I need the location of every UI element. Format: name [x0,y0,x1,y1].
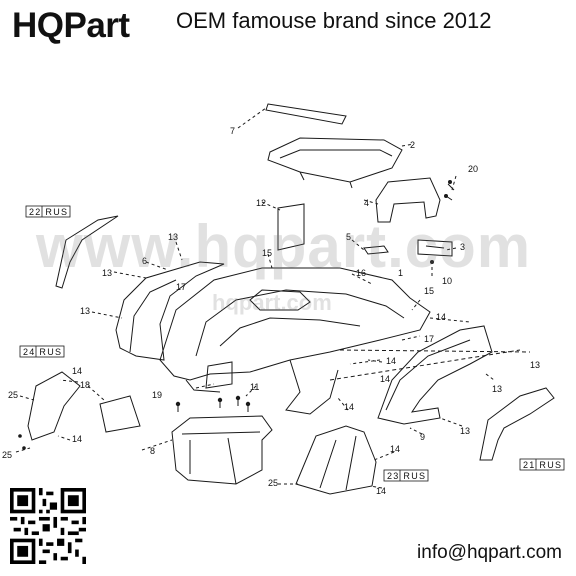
callout-13c: 13 [80,306,90,316]
callout-4: 4 [364,198,369,208]
callout-25: 25 [8,390,18,400]
part-5-clip [363,245,389,255]
callout-5: 5 [346,232,351,242]
contact-email: info@hqpart.com [417,542,562,563]
callout-13b: 13 [102,268,112,278]
tag-24-rus: 24 RUS [23,347,61,357]
callout-13e: 13 [492,384,502,394]
tag-23-rus: 23 RUS [387,471,425,481]
tag-22-rus: 22 RUS [29,207,67,217]
callout-14: 14 [436,312,446,322]
callout-6: 6 [142,256,147,266]
callout-8: 8 [150,446,155,456]
callout-25b: 25 [2,450,12,460]
callout-13: 13 [168,232,178,242]
part-2-rack [267,137,403,183]
qr-code-icon [10,488,86,564]
callout-14e: 14 [344,402,354,412]
callout-10: 10 [442,276,452,286]
callout-14d: 14 [380,374,390,384]
part-21-fender [479,387,555,461]
callout-14g: 14 [390,444,400,454]
callout-15: 15 [262,248,272,258]
part-4-bracket [375,177,441,223]
callout-19: 19 [152,390,162,400]
part-22-fender [55,215,119,289]
callout-3: 3 [460,242,465,252]
callout-17: 17 [176,282,186,292]
callout-20: 20 [468,164,478,174]
tagline: OEM famouse brand since 2012 [176,8,492,33]
part-6-fender-left [115,261,225,361]
callout-2: 2 [410,140,415,150]
callout-15b: 15 [424,286,434,296]
part-23-mudflap [295,425,377,495]
callout-14c: 14 [72,366,82,376]
part-18-panel [99,395,141,433]
part-19-panel [205,361,233,389]
part-9-fender [377,325,493,425]
callout-13d: 13 [530,360,540,370]
callout-12: 12 [256,198,266,208]
callout-13f: 13 [460,426,470,436]
callout-16: 16 [356,268,366,278]
callout-7: 7 [230,126,235,136]
part-1-body [159,267,431,381]
callout-1: 1 [398,268,403,278]
callout-25c: 25 [268,478,278,488]
tag-21-rus: 21 RUS [523,460,561,470]
callout-11: 11 [250,382,259,392]
part-24-mudflap [27,371,81,441]
callout-14b: 14 [386,356,396,366]
brand-logo: HQPart [12,6,130,45]
callout-18: 18 [80,380,90,390]
part-12-panel [277,203,305,251]
callout-9: 9 [420,432,425,442]
callout-14f: 14 [72,434,82,444]
callout-14h: 14 [376,486,386,496]
part-8-box [171,415,273,485]
callout-17b: 17 [424,334,434,344]
part-7-strip [265,103,347,125]
part-3-bracket [417,239,453,257]
